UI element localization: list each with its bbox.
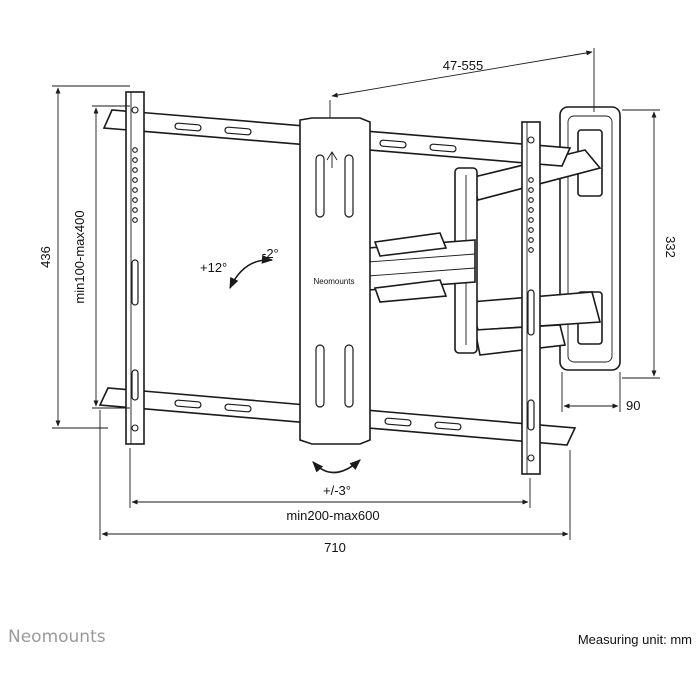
dim-arm-height: 332 [622,109,678,379]
dim-total-width: 710 [99,410,571,555]
dim-horizontal-vesa: min200-max600 [129,448,531,523]
left-vesa-bar [125,91,145,445]
plate-brand-label: Neomounts [314,277,355,286]
dim-arm-extension: 47-555 [329,48,595,118]
dim-vertical-vesa: min100-max400 [72,105,130,409]
tilt-up-label: +12° [200,260,227,275]
up-arrow-icon [326,151,338,168]
arm-height-label: 332 [663,236,678,258]
rotation-label: +/-3° [323,483,351,498]
tilt-down-label: -2° [262,246,279,261]
footer-brand: Neomounts [8,627,106,647]
horizontal-vesa-label: min200-max600 [286,508,379,523]
rotation-indicator: +/-3° [312,459,361,498]
vertical-vesa-label: min100-max400 [72,210,87,303]
tilt-indicator: +12° -2° [200,246,279,290]
center-mounting-plate: Neomounts [299,117,371,445]
dim-wall-depth: 90 [561,372,640,413]
arm-extension-label: 47-555 [443,58,483,73]
total-width-label: 710 [324,540,346,555]
wall-depth-label: 90 [626,398,640,413]
dim-total-height: 436 [38,85,130,429]
right-vesa-bar [521,121,541,475]
total-height-label: 436 [38,246,53,268]
measuring-unit-note: Measuring unit: mm [577,632,692,647]
wall-plate [559,106,621,371]
